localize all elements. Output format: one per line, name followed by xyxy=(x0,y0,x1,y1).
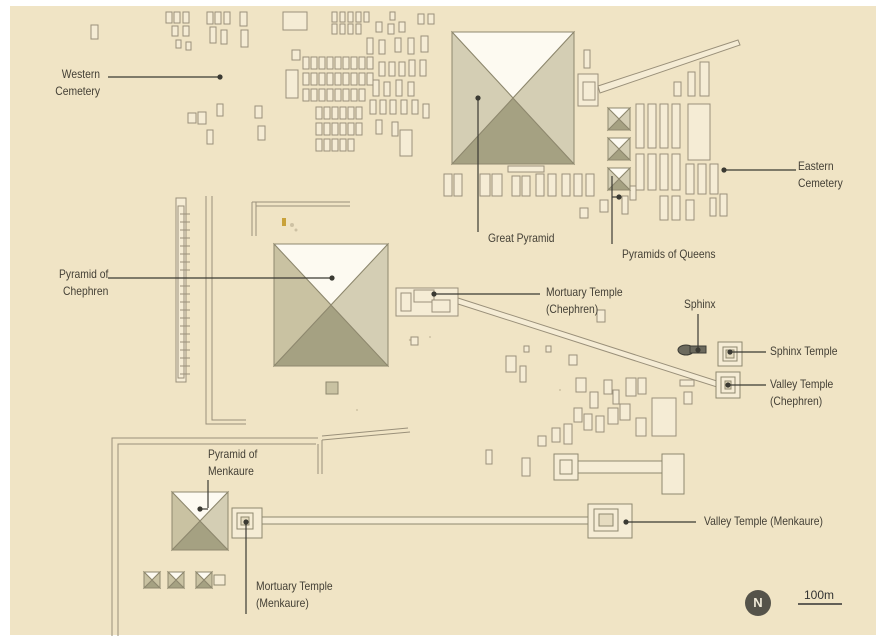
central-field-tombs xyxy=(485,309,695,477)
chephren-marker xyxy=(282,218,286,226)
scale-bar-label: 100m xyxy=(804,588,835,602)
sphinx-figure xyxy=(677,344,707,356)
pyramid-of-chephren xyxy=(272,242,390,368)
label-valley-temple-chephren: Valley Temple (Chephren) xyxy=(770,377,834,408)
label-sphinx: Sphinx xyxy=(684,297,716,311)
north-badge xyxy=(745,590,771,616)
north-arrow-label: N xyxy=(753,595,763,610)
great-pyramid-causeway xyxy=(507,39,741,173)
valley-temple-menkaure xyxy=(587,503,633,539)
map-background xyxy=(10,6,876,635)
long-temple-complex xyxy=(553,453,685,495)
great-pyramid xyxy=(450,30,576,166)
queens-pyramids xyxy=(606,106,632,192)
label-mortuary-temple-chephren: Mortuary Temple (Chephren) xyxy=(546,285,623,316)
label-pyramids-of-queens: Pyramids of Queens xyxy=(622,247,716,261)
western-cemetery-tombs xyxy=(90,11,435,157)
menkaure-queens-pyramids xyxy=(142,570,226,590)
label-pyramid-of-chephren: Pyramid of Chephren xyxy=(58,267,108,298)
chephren-enclosure xyxy=(175,196,350,425)
label-eastern-cemetery: Eastern Cemetery xyxy=(798,159,843,190)
label-western-cemetery: Western Cemetery xyxy=(55,67,100,98)
pyramid-of-menkaure xyxy=(170,490,230,552)
label-great-pyramid: Great Pyramid xyxy=(488,231,555,245)
chephren-mortuary-temple xyxy=(395,287,721,389)
label-pyramid-of-menkaure: Pyramid of Menkaure xyxy=(208,447,258,478)
label-sphinx-temple: Sphinx Temple xyxy=(770,344,838,358)
label-mortuary-temple-menkaure: Mortuary Temple (Menkaure) xyxy=(256,579,333,610)
eastern-cemetery-tombs xyxy=(443,61,728,221)
leader-lines xyxy=(108,74,796,614)
menkaure-enclosure xyxy=(111,427,411,636)
chephren-satellite xyxy=(325,381,339,395)
chephren-side-combs xyxy=(180,213,190,375)
label-valley-temple-menkaure: Valley Temple (Menkaure) xyxy=(704,514,823,528)
